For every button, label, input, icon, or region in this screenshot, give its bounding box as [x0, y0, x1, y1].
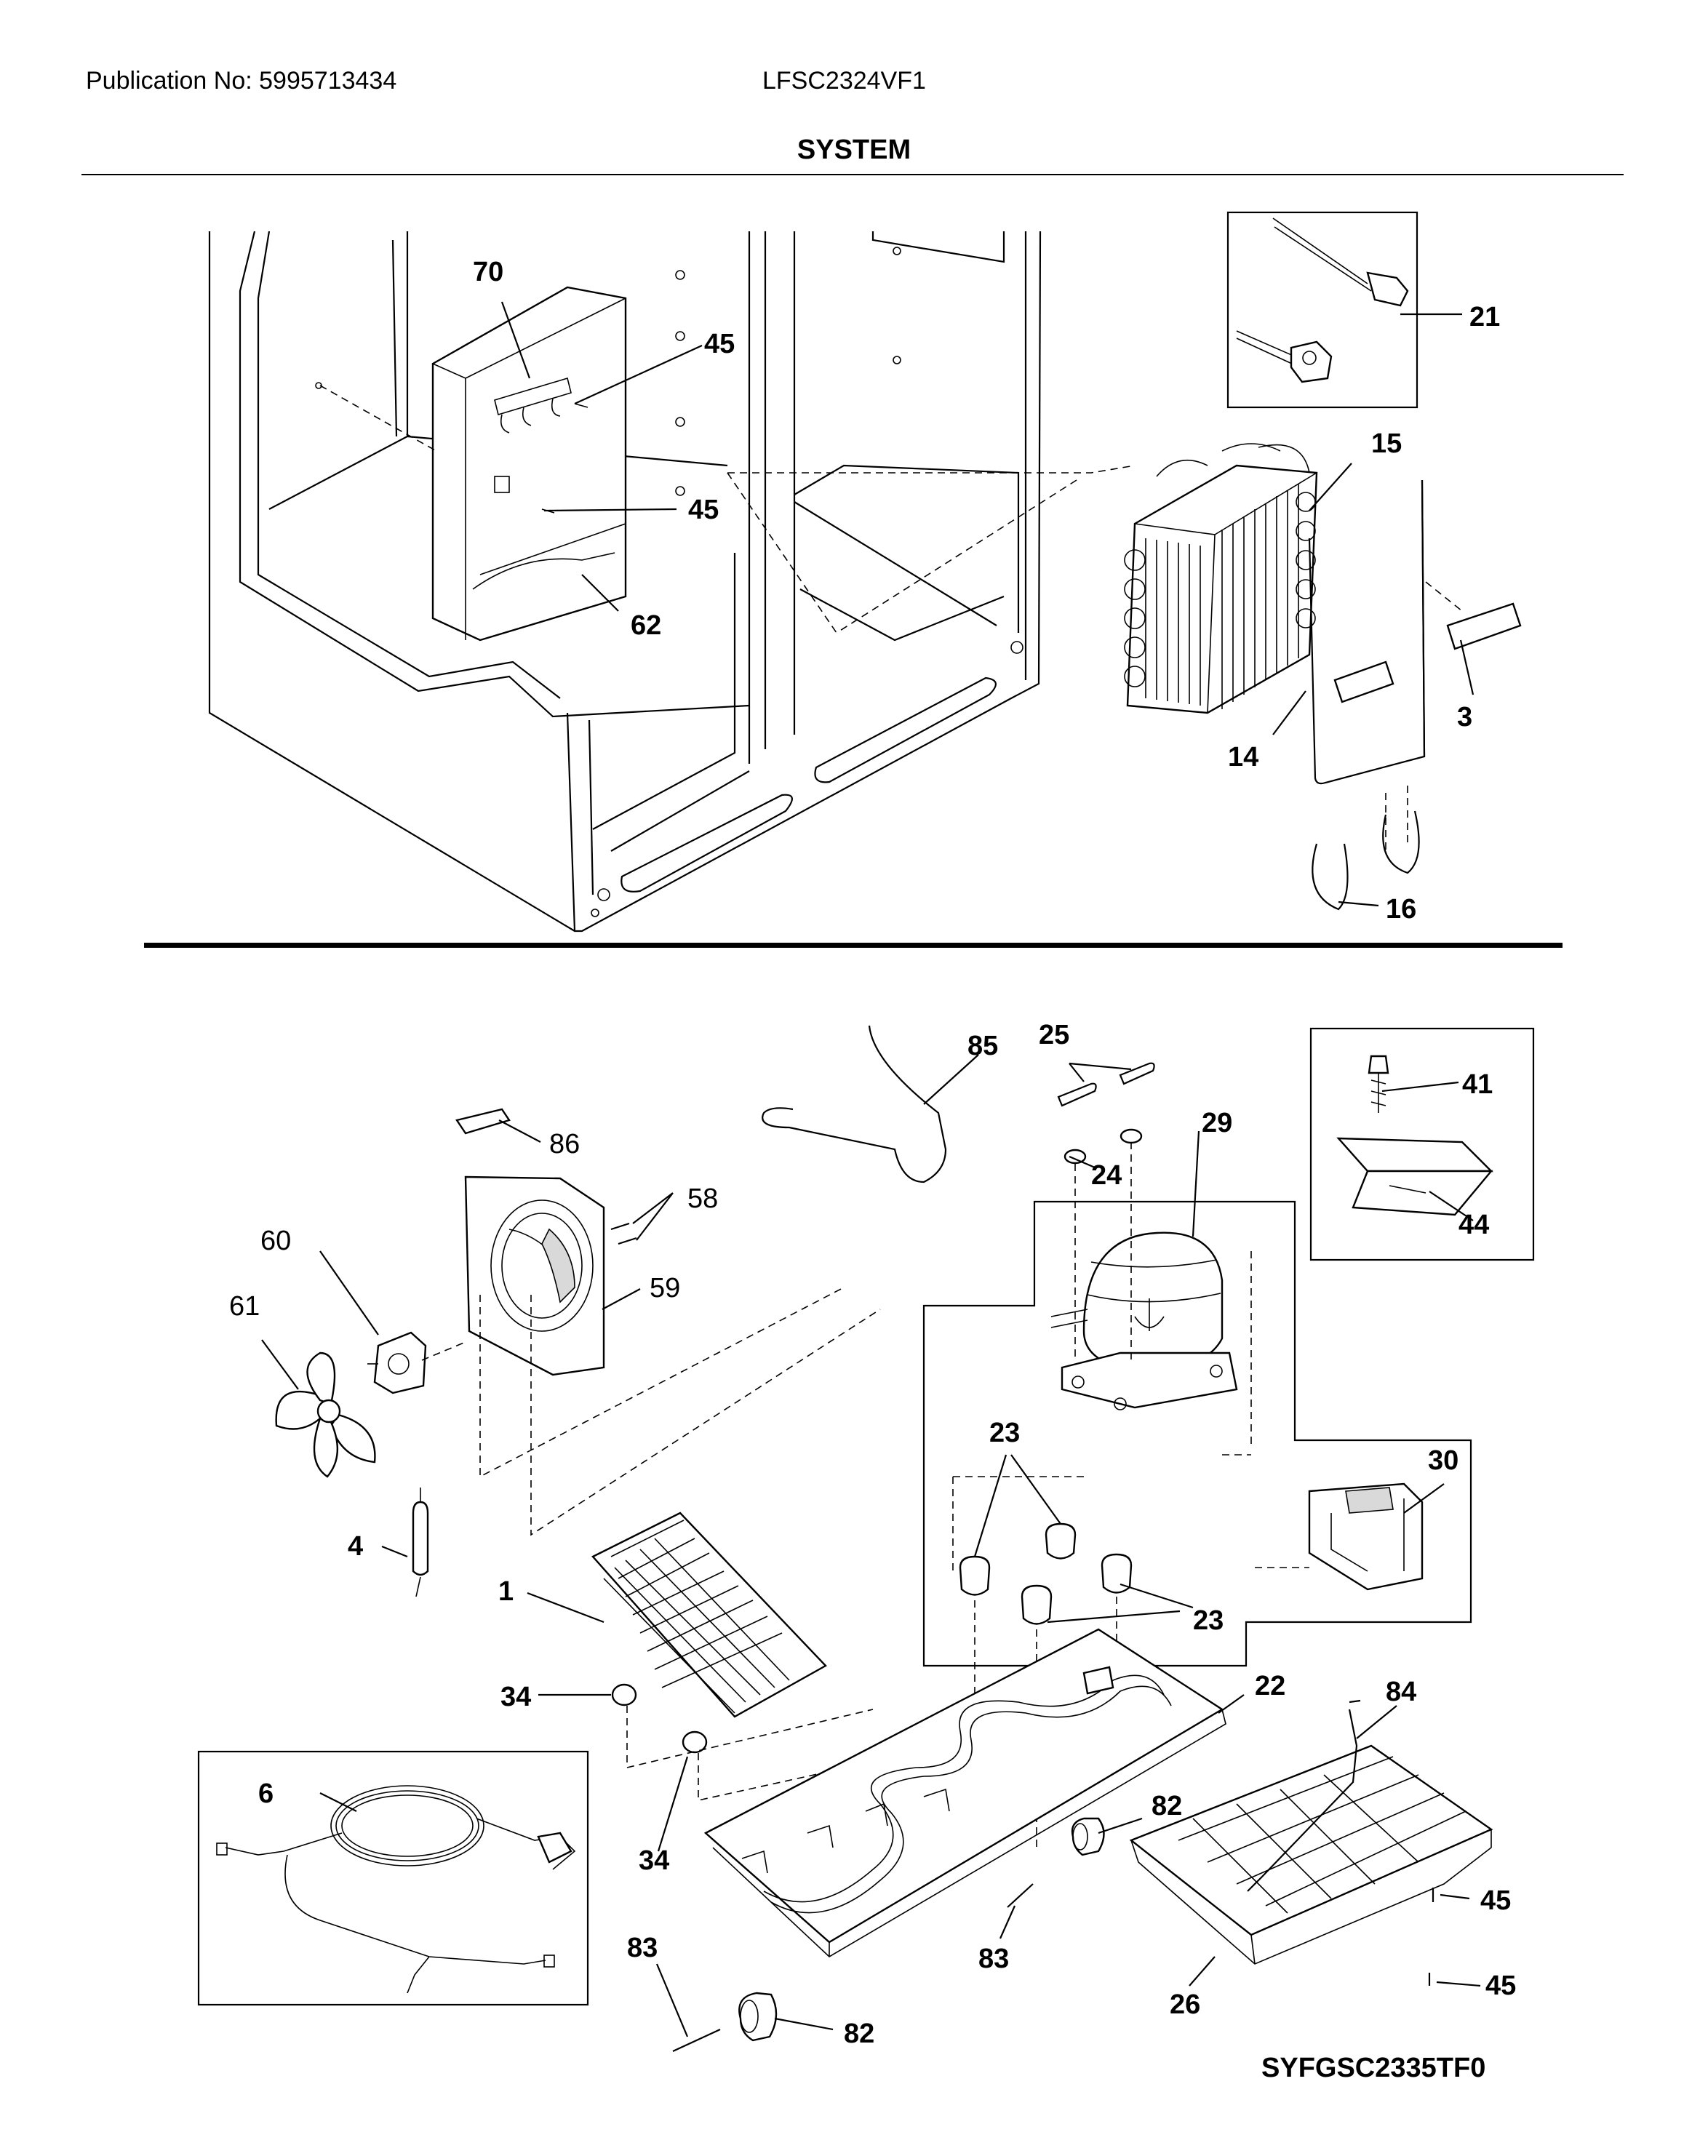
callout-26: 26	[1170, 1989, 1200, 2020]
callout-23-upper: 23	[989, 1418, 1020, 1448]
callout-44: 44	[1458, 1210, 1489, 1240]
condenser-blocks	[1333, 602, 1522, 703]
callout-25: 25	[1039, 1020, 1069, 1050]
base-plate	[703, 1628, 1226, 1957]
inset-box-screw-bracket	[1309, 1027, 1535, 1261]
header-rule	[81, 174, 1624, 175]
section-title: SYSTEM	[797, 135, 911, 165]
callout-62: 62	[631, 610, 661, 641]
compressor-group-frame	[922, 1200, 1472, 1667]
callout-14: 14	[1228, 742, 1258, 772]
callout-45-drain-upper: 45	[1480, 1885, 1511, 1916]
callout-82-left: 82	[844, 2019, 874, 2049]
callout-82-right: 82	[1152, 1791, 1182, 1821]
fan-motor	[367, 1331, 427, 1394]
leader-lines-top	[500, 301, 1474, 907]
callout-45-upper: 45	[704, 329, 735, 359]
condenser-coil	[591, 1512, 827, 1718]
callout-59: 59	[650, 1273, 680, 1303]
callout-34-right: 34	[639, 1845, 669, 1876]
callout-83-left: 83	[627, 1933, 658, 1963]
callout-30: 30	[1428, 1445, 1458, 1476]
model-number: LFSC2324VF1	[762, 67, 926, 95]
diagram-code: SYFGSC2335TF0	[1261, 2053, 1486, 2083]
callout-60: 60	[260, 1226, 291, 1256]
condenser-tube	[762, 1025, 947, 1183]
callout-22: 22	[1255, 1671, 1285, 1701]
drain-tube	[1247, 1709, 1358, 1892]
inset-box-21	[1226, 211, 1418, 409]
mounting-grommets	[959, 1522, 1133, 1625]
callout-58: 58	[687, 1183, 718, 1214]
callout-85: 85	[967, 1031, 998, 1061]
callout-84: 84	[1386, 1677, 1416, 1707]
grommets-clips	[1057, 1062, 1155, 1165]
fan-shroud	[455, 1108, 605, 1376]
compressor	[1050, 1231, 1238, 1410]
condenser	[1124, 443, 1318, 714]
inset-box-power-cord	[197, 1750, 589, 2006]
callout-23-lower: 23	[1193, 1605, 1224, 1636]
coil-spacer-a	[611, 1683, 637, 1706]
callout-86: 86	[549, 1129, 580, 1159]
callout-45-drain-lower: 45	[1485, 1971, 1516, 2001]
leader-lines-bottom	[261, 1054, 1481, 2037]
coil-spacer-b	[682, 1730, 708, 1754]
callout-61: 61	[229, 1291, 260, 1322]
refrigerator-cabinet	[208, 231, 1042, 933]
callout-1: 1	[498, 1576, 514, 1607]
filter-drier	[412, 1501, 429, 1576]
callout-24: 24	[1091, 1160, 1122, 1191]
fan-blade	[275, 1352, 376, 1478]
callout-34-left: 34	[500, 1682, 531, 1712]
drier-tube	[1308, 479, 1426, 785]
section-divider	[144, 943, 1563, 948]
callout-70: 70	[473, 257, 503, 287]
callout-21: 21	[1469, 302, 1500, 332]
callout-83-right: 83	[978, 1944, 1009, 1974]
callout-6: 6	[258, 1778, 274, 1809]
drain-pan	[1129, 1744, 1493, 1965]
publication-number: Publication No: 5995713434	[86, 67, 397, 95]
callout-15: 15	[1371, 428, 1402, 459]
callout-41: 41	[1462, 1069, 1493, 1100]
callout-16: 16	[1386, 894, 1416, 925]
relay-box	[1308, 1482, 1424, 1591]
callout-3: 3	[1457, 702, 1472, 732]
ice-bucket-cover	[431, 286, 627, 642]
tube-clips	[1312, 810, 1420, 911]
callout-4: 4	[348, 1531, 363, 1562]
callout-45-lower: 45	[688, 495, 719, 525]
callout-29: 29	[1202, 1108, 1232, 1138]
leveling-feet	[738, 1817, 1105, 2042]
